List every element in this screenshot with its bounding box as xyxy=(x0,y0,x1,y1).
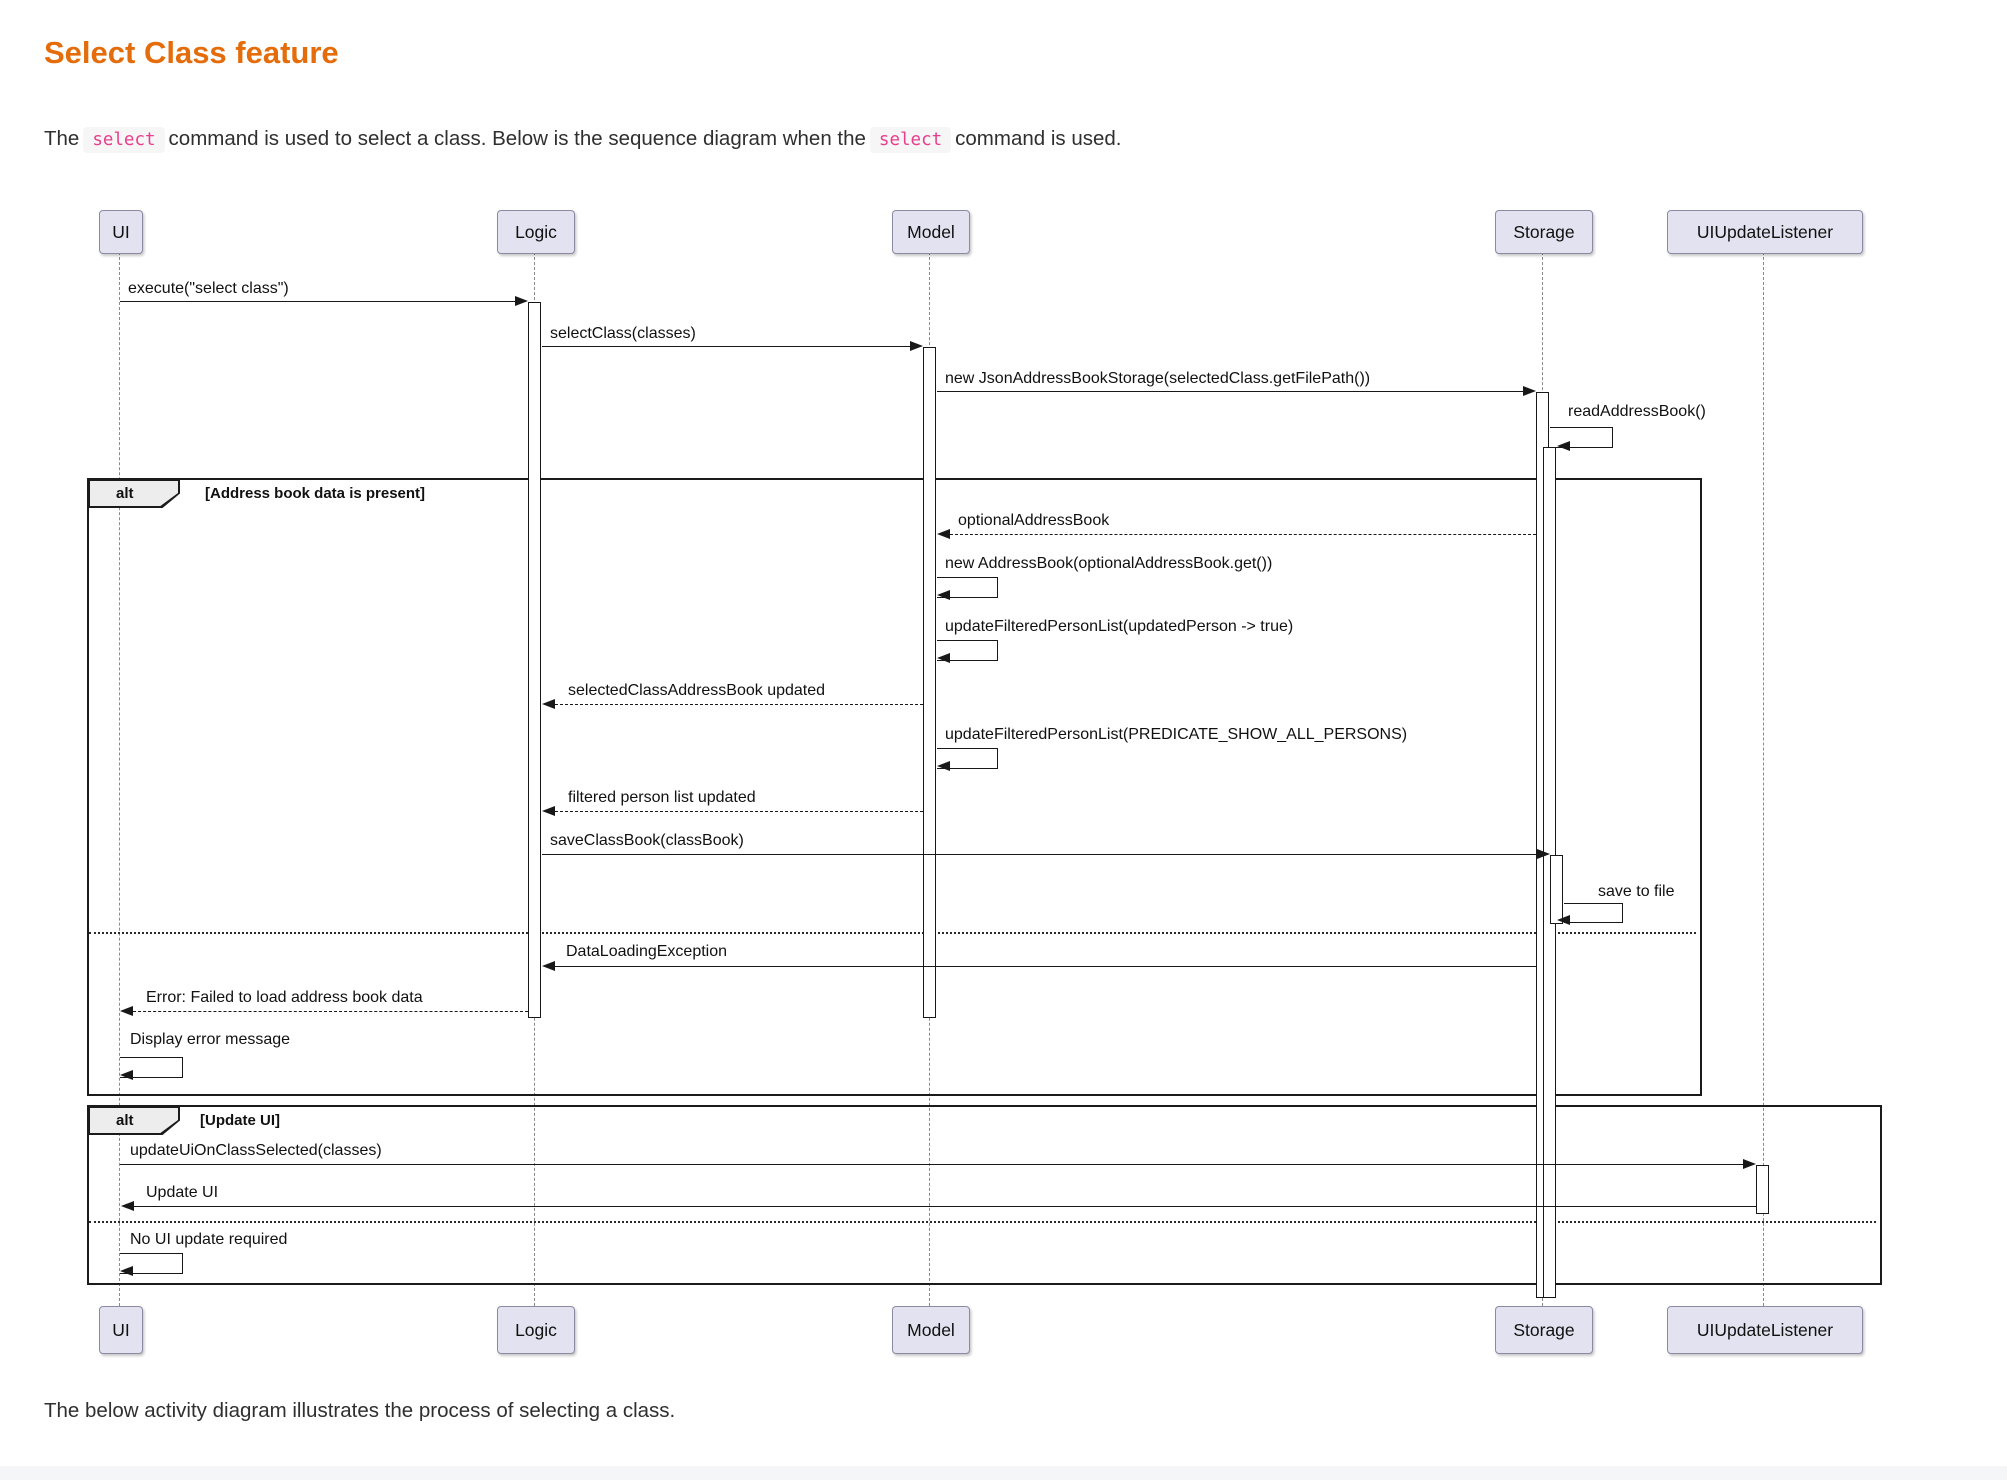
inline-code-select-2: select xyxy=(869,126,952,153)
arrowhead-left-icon xyxy=(542,806,555,816)
participant-logic-bottom: Logic xyxy=(497,1306,575,1354)
message-line-error xyxy=(133,1011,528,1012)
message-line-updateui-onselect xyxy=(120,1164,1746,1165)
intro-text-1: The xyxy=(44,126,80,150)
alt-frame-1-condition: [Address book data is present] xyxy=(205,485,426,502)
message-label-execute: execute("select class") xyxy=(128,280,289,297)
message-line-optionaladdressbook xyxy=(950,534,1536,535)
self-call-loop xyxy=(937,640,998,661)
message-label-updatefpl-true: updateFilteredPersonList(updatedPerson -… xyxy=(945,618,1294,635)
arrowhead-left-icon xyxy=(937,761,950,771)
message-line-new-storage xyxy=(937,391,1525,392)
arrowhead-right-icon xyxy=(1523,386,1536,396)
self-call-loop xyxy=(120,1253,183,1274)
self-call-loop xyxy=(120,1057,183,1078)
arrowhead-right-icon xyxy=(515,296,528,306)
message-line-dataloadingexception xyxy=(555,966,1536,967)
message-label-updatefpl-predicate: updateFilteredPersonList(PREDICATE_SHOW_… xyxy=(945,726,1408,743)
message-label-selectclass: selectClass(classes) xyxy=(550,325,696,342)
self-call-loop xyxy=(937,577,998,598)
message-label-display-error: Display error message xyxy=(130,1031,291,1048)
message-label-savetofile: save to file xyxy=(1598,883,1675,900)
message-label-no-ui-update: No UI update required xyxy=(130,1231,288,1248)
alt-frame-update-ui xyxy=(87,1105,1882,1285)
page-title: Select Class feature xyxy=(44,34,339,70)
activation-logic xyxy=(528,302,541,1018)
message-label-selectedclass-updated: selectedClassAddressBook updated xyxy=(568,682,826,699)
lifeline-uiupdatelistener xyxy=(1763,252,1764,1306)
arrowhead-right-icon xyxy=(1537,849,1550,859)
alt-frame-1-operator-tab: alt xyxy=(88,479,180,508)
alt-frame-2-condition: [Update UI] xyxy=(200,1112,280,1129)
arrowhead-left-icon xyxy=(937,653,950,663)
alt-frame-2-operator-tab: alt xyxy=(88,1106,180,1135)
alt-frame-2-divider xyxy=(89,1221,1876,1223)
alt-frame-address-book xyxy=(87,478,1702,1096)
intro-text-2: command is used to select a class. Below… xyxy=(168,126,866,150)
arrowhead-left-icon xyxy=(937,529,950,539)
participant-model-bottom: Model xyxy=(892,1306,970,1354)
intro-text-3: command is used. xyxy=(955,126,1122,150)
participant-storage-top: Storage xyxy=(1495,210,1593,254)
message-line-update-ui xyxy=(134,1206,1756,1207)
activation-storage-save xyxy=(1550,855,1563,924)
message-label-filtered-updated: filtered person list updated xyxy=(568,789,756,806)
arrowhead-left-icon xyxy=(121,1201,134,1211)
arrowhead-left-icon xyxy=(120,1266,133,1276)
message-label-updateui-onselect: updateUiOnClassSelected(classes) xyxy=(130,1142,382,1159)
arrowhead-right-icon xyxy=(1743,1159,1756,1169)
participant-ui-top: UI xyxy=(99,210,143,254)
message-label-error: Error: Failed to load address book data xyxy=(146,989,423,1006)
participant-logic-top: Logic xyxy=(497,210,575,254)
inline-code-select-1: select xyxy=(83,126,165,153)
arrowhead-left-icon xyxy=(120,1070,133,1080)
self-call-loop xyxy=(1564,903,1623,923)
message-label-new-addressbook: new AddressBook(optionalAddressBook.get(… xyxy=(945,555,1273,572)
arrowhead-left-icon xyxy=(542,961,555,971)
participant-uiupdatelistener-top: UIUpdateListener xyxy=(1667,210,1863,254)
message-label-new-storage: new JsonAddressBookStorage(selectedClass… xyxy=(945,370,1371,387)
activation-uiupdatelistener xyxy=(1756,1165,1769,1214)
message-line-saveclassbook xyxy=(542,854,1539,855)
participant-ui-bottom: UI xyxy=(99,1306,143,1354)
arrowhead-left-icon xyxy=(120,1006,133,1016)
bottom-section-band xyxy=(0,1466,2007,1480)
self-call-loop xyxy=(1550,427,1613,448)
arrowhead-left-icon xyxy=(542,699,555,709)
message-label-dataloadingexception: DataLoadingException xyxy=(566,943,728,960)
message-line-filtered-updated xyxy=(555,811,923,812)
message-label-saveclassbook: saveClassBook(classBook) xyxy=(550,832,744,849)
self-call-loop xyxy=(937,748,998,769)
arrowhead-right-icon xyxy=(910,341,923,351)
arrowhead-left-icon xyxy=(1557,915,1570,925)
alt-frame-1-divider xyxy=(89,932,1696,934)
participant-model-top: Model xyxy=(892,210,970,254)
message-label-update-ui: Update UI xyxy=(146,1184,219,1201)
message-line-selectedclass-updated xyxy=(555,704,923,705)
message-line-execute xyxy=(120,301,518,302)
arrowhead-left-icon xyxy=(937,590,950,600)
outro-paragraph: The below activity diagram illustrates t… xyxy=(44,1398,676,1422)
message-label-optionaladdressbook: optionalAddressBook xyxy=(958,512,1110,529)
message-label-readaddressbook: readAddressBook() xyxy=(1568,403,1706,420)
activation-model xyxy=(923,347,936,1018)
participant-uiupdatelistener-bottom: UIUpdateListener xyxy=(1667,1306,1863,1354)
message-line-selectclass xyxy=(542,346,912,347)
participant-storage-bottom: Storage xyxy=(1495,1306,1593,1354)
arrowhead-left-icon xyxy=(1557,441,1570,451)
lifeline-ui xyxy=(119,252,120,1306)
